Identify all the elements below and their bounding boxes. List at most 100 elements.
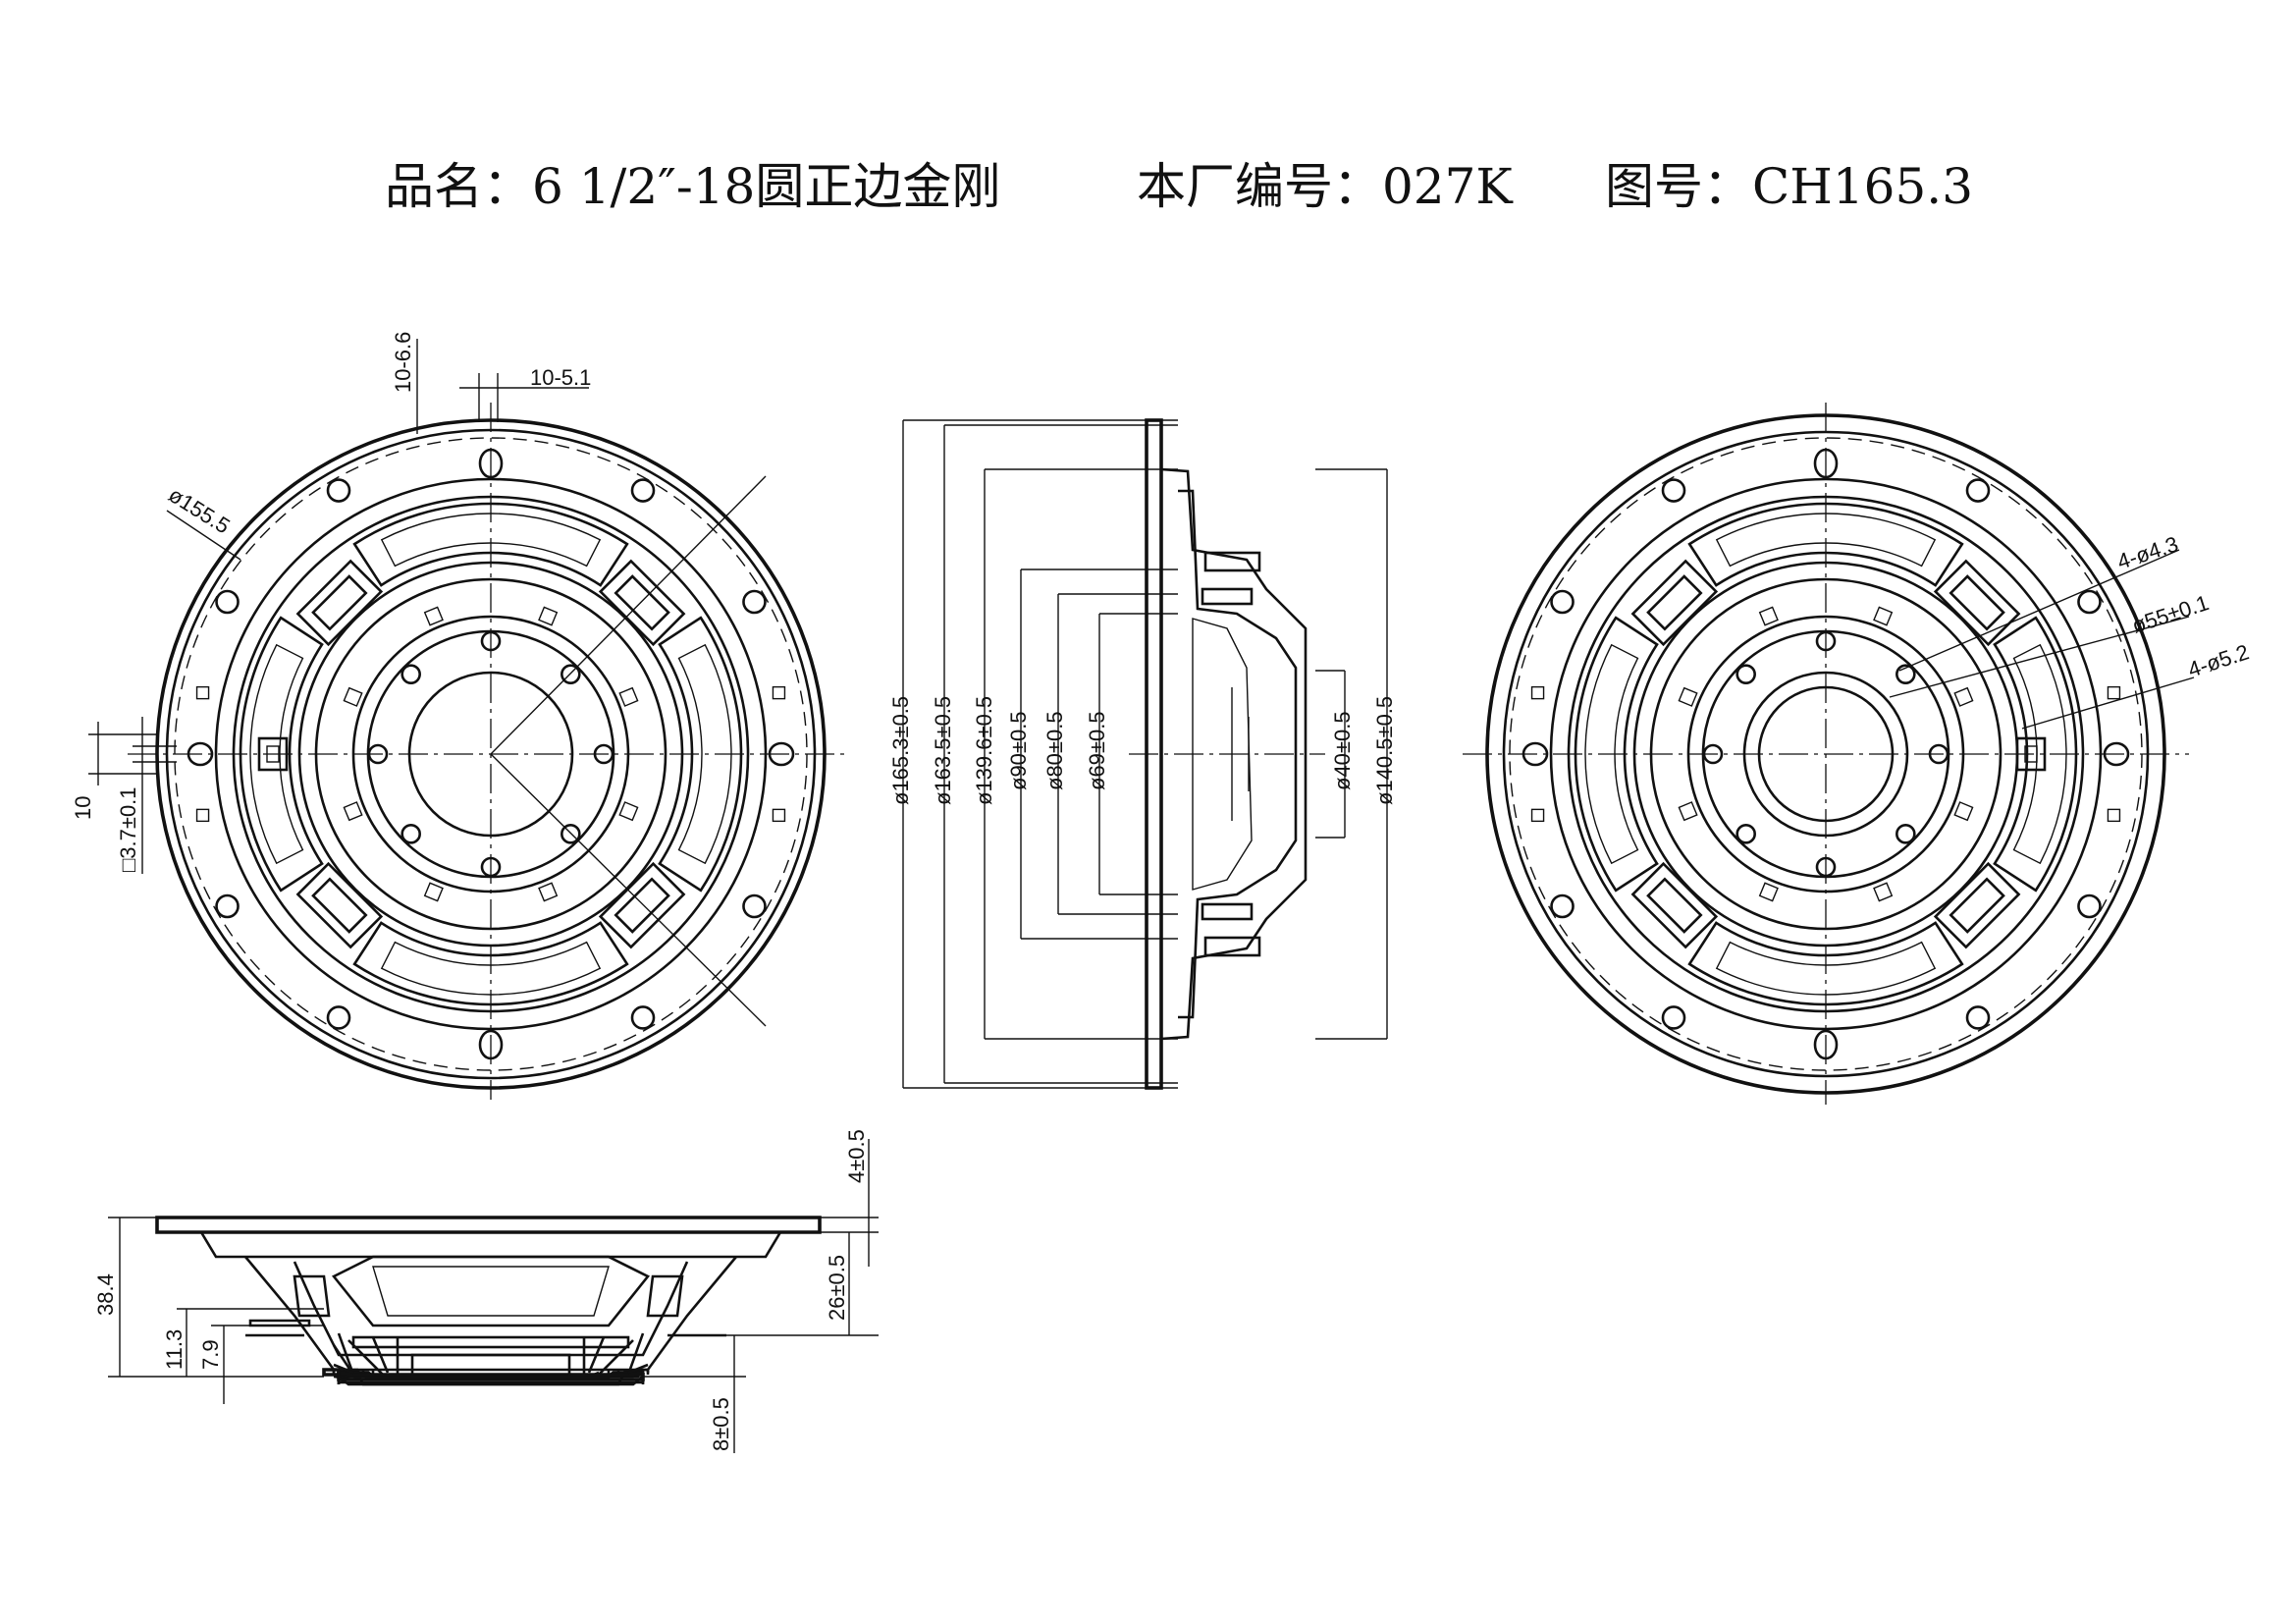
round-hole: [1965, 478, 1991, 503]
dim-h1: 11.3: [162, 1329, 187, 1370]
dim-total: 38.4: [93, 1273, 118, 1316]
rib-notch: [1758, 606, 1779, 626]
round-hole: [1550, 589, 1575, 615]
dim-d1: ø165.3±0.5: [888, 696, 913, 805]
slot-hole: [478, 1029, 504, 1060]
dim-d7: ø40±0.5: [1330, 711, 1355, 790]
rim-notch: [2107, 808, 2121, 823]
window-inner: [249, 643, 304, 865]
round-hole: [1965, 1005, 1991, 1030]
pole-hole: [1815, 630, 1837, 652]
leg-inner: [614, 574, 670, 631]
rim-notch: [1530, 808, 1545, 823]
leg-pad: [295, 861, 384, 949]
window: [352, 921, 629, 1006]
slot-hole: [478, 448, 504, 479]
window-inner: [1715, 513, 1937, 568]
window: [239, 616, 324, 893]
mounting-holes: [187, 448, 795, 1060]
dim-bolt-circle: ø155.5: [164, 482, 234, 539]
rib-notch: [538, 882, 559, 902]
leg-inner: [1949, 574, 2005, 631]
round-hole: [326, 1005, 351, 1030]
leg-inner: [311, 877, 368, 934]
leg-pad: [598, 559, 686, 647]
round-hole: [1550, 893, 1575, 919]
window: [1687, 921, 1964, 1006]
dim-holes-a: 4-ø4.3: [2114, 531, 2181, 573]
round-hole: [2077, 893, 2102, 919]
rim-notch: [772, 685, 786, 700]
side-view: ø165.3±0.5 ø163.5±0.5 ø139.6±0.5 ø90±0.5…: [888, 418, 1397, 1090]
rib-notch: [1953, 801, 1974, 822]
slot-hole: [1522, 741, 1549, 767]
frame-windows: [239, 502, 743, 1006]
product-name: 品名：6 1/2″-18圆正边金刚: [385, 158, 1001, 215]
rib-notch: [343, 801, 363, 822]
rim-notch: [1530, 685, 1545, 700]
pole-hole: [400, 664, 421, 684]
leg-pad: [598, 861, 686, 949]
leg-inner: [1646, 574, 1703, 631]
leg-outer: [598, 559, 686, 647]
round-hole: [2077, 589, 2102, 615]
rib-notch: [343, 686, 363, 707]
back-terminal-square: [2015, 736, 2047, 772]
rim-notch: [2107, 685, 2121, 700]
leg-inner: [1949, 877, 2005, 934]
round-hole: [215, 589, 240, 615]
pole-hole: [480, 856, 502, 878]
rim-notch: [195, 808, 210, 823]
pole-hole: [561, 664, 581, 684]
slot-hole: [1813, 448, 1839, 479]
back-mounting-holes: [1522, 448, 2130, 1060]
pole-hole: [1735, 664, 1756, 684]
front-view: 10-6.6 10-5.1 ø155.5 10 □3.7±0.1: [71, 332, 844, 1100]
pole-hole: [1896, 664, 1916, 684]
rib-notch: [1758, 882, 1779, 902]
rib-notch: [1678, 801, 1698, 822]
window: [1687, 502, 1964, 587]
dim-d5: ø80±0.5: [1042, 711, 1067, 790]
window-inner: [380, 941, 602, 996]
window: [658, 616, 743, 893]
back-frame-windows: [1574, 502, 2078, 1006]
rib-notch: [1678, 686, 1698, 707]
round-hole: [630, 478, 656, 503]
dim-h2: 7.9: [198, 1339, 223, 1370]
dim-ten: 10: [71, 796, 95, 820]
slot-hole: [1813, 1029, 1839, 1060]
round-hole: [326, 478, 351, 503]
window-inner: [1715, 941, 1937, 996]
pole-hole: [1928, 743, 1949, 765]
round-hole: [742, 589, 767, 615]
pole-hole: [1735, 824, 1756, 844]
side-dimensions: [902, 419, 1388, 1089]
leg-pad: [1933, 559, 2021, 647]
pole-hole: [480, 630, 502, 652]
window: [1993, 616, 2078, 893]
slot-hole: [2103, 741, 2130, 767]
pole-hole: [1896, 824, 1916, 844]
slot-hole: [187, 741, 214, 767]
leg-outer: [1630, 559, 1719, 647]
round-hole: [742, 893, 767, 919]
inner-holes: [343, 606, 639, 902]
rib-notch: [423, 882, 444, 902]
dim-d8: ø140.5±0.5: [1372, 696, 1397, 805]
rim-notch: [195, 685, 210, 700]
leg-outer: [295, 559, 384, 647]
dim-d2: ø163.5±0.5: [931, 696, 955, 805]
dim-slot-depth: 10-6.6: [391, 332, 415, 393]
drawing-number: 图号：CH165.3: [1605, 158, 1973, 215]
dim-slot-width: 10-5.1: [530, 365, 591, 390]
pole-hole: [400, 824, 421, 844]
rib-notch: [423, 606, 444, 626]
slot-hole: [768, 741, 795, 767]
pole-hole: [593, 743, 614, 765]
terminal-square: [257, 736, 289, 772]
leg-pad: [1630, 559, 1719, 647]
pole-hole: [367, 743, 389, 765]
round-hole: [630, 1005, 656, 1030]
